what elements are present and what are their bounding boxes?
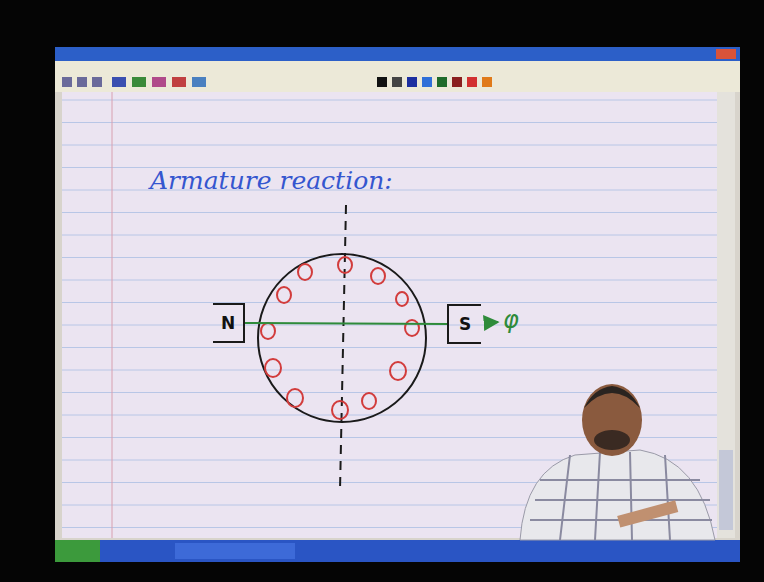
taskbar	[55, 540, 740, 562]
conductor	[277, 287, 291, 303]
toolbar-colors	[377, 77, 492, 87]
scroll-thumb	[719, 450, 733, 530]
ruled-line	[62, 212, 717, 213]
start-button	[55, 540, 100, 562]
conductor	[265, 359, 281, 377]
conductor	[371, 268, 385, 284]
flux-line	[245, 323, 447, 324]
ruled-line	[62, 235, 717, 236]
conductor	[332, 401, 348, 419]
conductor	[298, 264, 312, 280]
pole-letter: S	[459, 314, 471, 334]
window-frame	[55, 47, 740, 562]
conductor	[362, 393, 376, 409]
north-pole: N	[213, 303, 245, 343]
presenter	[520, 384, 715, 540]
ruled-line	[62, 122, 717, 123]
toolbar	[55, 72, 740, 92]
ruled-line	[62, 257, 717, 258]
conductor	[261, 323, 275, 339]
brush-axis	[340, 205, 346, 490]
ruled-line	[62, 347, 717, 348]
conductor	[287, 389, 303, 407]
south-pole: S	[447, 304, 481, 344]
conductor	[338, 257, 352, 273]
scrollbar	[717, 92, 735, 538]
conductors	[261, 257, 419, 419]
conductor	[396, 292, 408, 306]
flux-symbol: φ	[503, 306, 519, 334]
toolbar-icons	[62, 77, 206, 87]
menu-bar	[55, 61, 740, 72]
conductor	[405, 320, 419, 336]
margin-line	[112, 92, 113, 538]
ruled-line	[62, 100, 717, 101]
conductor	[390, 362, 406, 380]
flux-arrow	[484, 322, 498, 323]
ruled-line	[62, 280, 717, 281]
title-bar	[55, 47, 740, 61]
armature-circle	[258, 254, 426, 422]
ruled-line	[62, 145, 717, 146]
pole-letter: N	[221, 313, 235, 333]
close-button	[716, 49, 736, 59]
taskbar-item	[175, 543, 295, 559]
ruled-line	[62, 302, 717, 303]
page-title: Armature reaction:	[150, 166, 393, 195]
